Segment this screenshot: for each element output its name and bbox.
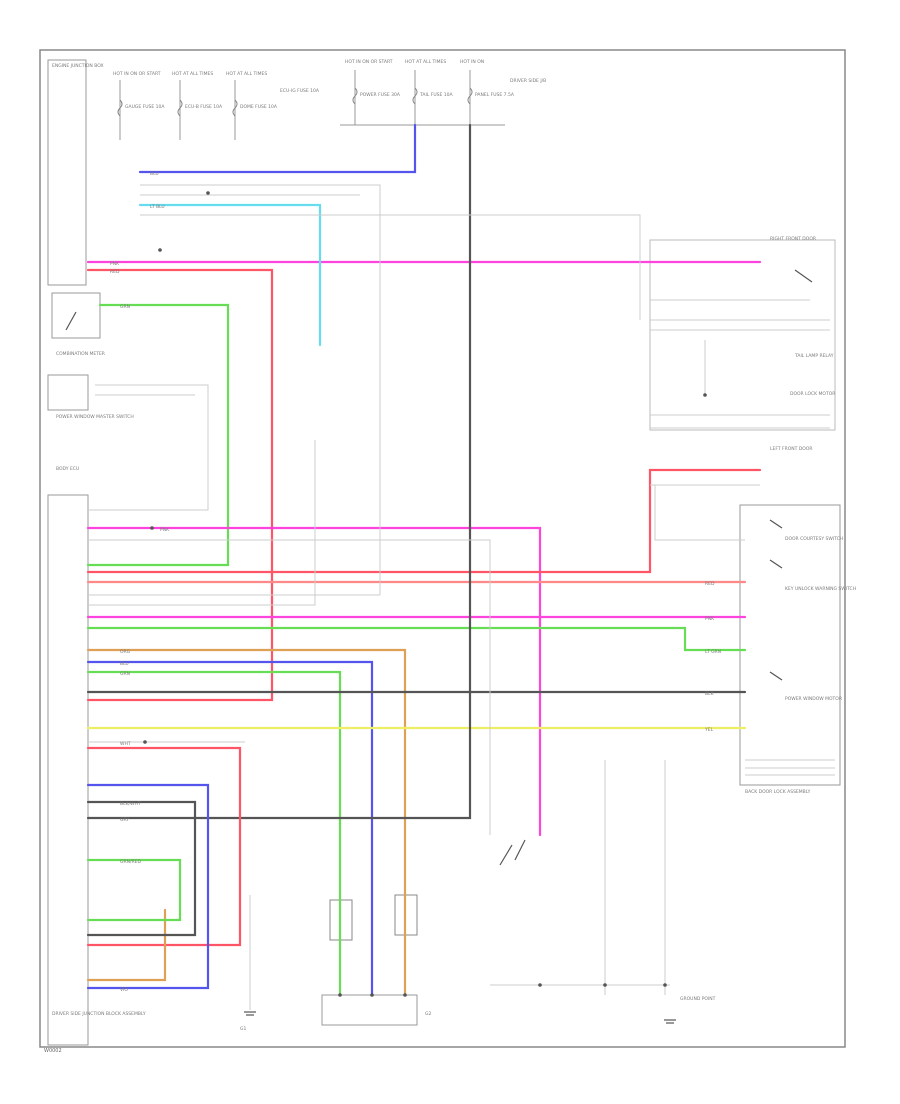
label-footer-module: DRIVER SIDE JUNCTION BLOCK ASSEMBLY	[52, 1011, 146, 1017]
wire-code-labels: GRN PNK RED BLU LT BLU PNK RED PNK LT GR…	[110, 171, 721, 993]
label-door-lock-motor: DOOR LOCK MOTOR	[790, 391, 835, 397]
wire-label: LT BLU	[150, 204, 165, 210]
wire-blue-2	[86, 660, 374, 997]
label-fuse-7: PANEL FUSE 7.5A	[475, 92, 515, 98]
label-left-front-door: LEFT FRONT DOOR	[770, 446, 813, 452]
wire-label: BLU	[120, 661, 129, 667]
wire-label: BLU	[150, 171, 159, 177]
module-outline-right-top	[649, 239, 836, 431]
wire-label: VIO	[120, 987, 128, 993]
label-ground-1: G1	[240, 1026, 246, 1032]
label-combination-meter: COMBINATION METER	[56, 351, 105, 357]
label-fuse-6: TAIL FUSE 10A	[419, 92, 453, 98]
label-key-unlock-sw: KEY UNLOCK WARNING SWITCH	[785, 586, 856, 592]
wire-label: PNK	[705, 616, 715, 622]
wire-label: RED	[110, 269, 120, 275]
wire-label: YEL	[704, 727, 714, 733]
wire-label: GRN	[120, 304, 130, 310]
wire-label: LT GRN	[705, 649, 721, 655]
wire-blue-top	[138, 123, 417, 174]
module-outline-main	[47, 494, 89, 1046]
module-outline-bottom-mid	[321, 994, 418, 1026]
label-fuse-4: ECU-IG FUSE 10A	[280, 88, 320, 94]
wire-label: ORG	[120, 649, 131, 655]
wire-label: GRY	[120, 817, 129, 823]
wire-orange-bottom	[86, 908, 167, 982]
wire-label: PNK	[110, 261, 120, 267]
wire-gray-2	[86, 123, 472, 820]
wire-label: PNK	[160, 527, 170, 533]
label-ground-3: GROUND POINT	[680, 996, 716, 1002]
wire-label: RED	[705, 581, 715, 587]
wire-gray-bottom	[86, 800, 197, 937]
label-hot-run-3: HOT AT ALL TIMES	[226, 71, 267, 77]
label-hot-top-1: HOT IN ON OR START	[345, 59, 393, 65]
label-tail-lamp-relay: TAIL LAMP RELAY	[794, 353, 834, 359]
ground-symbols	[244, 1011, 676, 1024]
wire-green-2	[86, 626, 747, 652]
top-fuse-wires	[119, 70, 505, 140]
wire-label: GRN/RED	[120, 859, 141, 865]
wire-label: GRN	[120, 671, 130, 677]
wire-green-switch	[86, 303, 230, 567]
wire-orange	[86, 648, 407, 997]
label-hot-run-1: HOT IN ON OR START	[113, 71, 161, 77]
switch-symbols	[65, 269, 813, 866]
wire-label: BLK/WHT	[120, 801, 141, 807]
label-fuse-1: GAUGE FUSE 10A	[125, 104, 165, 110]
label-footer-note: BACK DOOR LOCK ASSEMBLY	[745, 789, 811, 795]
wire-cyan	[138, 203, 322, 347]
label-right-front-door: RIGHT FRONT DOOR	[770, 236, 816, 242]
label-page-ref: W0002	[44, 1048, 62, 1054]
module-outline-right-door	[739, 504, 841, 786]
wire-blue-bottom	[86, 783, 210, 990]
wire-green-3	[86, 670, 342, 997]
label-door-courtesy-sw: DOOR COURTESY SWITCH	[785, 536, 843, 542]
label-body-ecu: BODY ECU	[56, 466, 79, 472]
module-outline-meter	[47, 374, 89, 411]
fuse-symbols	[117, 87, 473, 117]
wire-red-main	[86, 268, 274, 702]
label-ground-2: G2	[425, 1011, 431, 1017]
label-power-window-motor: POWER WINDOW MOTOR	[785, 696, 842, 702]
diagram-frame	[39, 49, 846, 1048]
module-outline-switch	[51, 292, 101, 339]
label-hot-top-3: HOT IN ON	[460, 59, 484, 65]
gray-guide-wires	[88, 184, 835, 1010]
module-outline-top	[47, 59, 87, 286]
label-fuse-2: ECU-B FUSE 10A	[185, 104, 223, 110]
wire-red-2	[86, 468, 762, 574]
wire-label: WHT	[120, 741, 131, 747]
connector-dots	[143, 191, 707, 997]
label-junction-note: DRIVER SIDE J/B	[510, 78, 546, 84]
label-hot-top-2: HOT AT ALL TIMES	[405, 59, 446, 65]
wire-green-bottom	[86, 858, 182, 922]
label-fuse-3: DOME FUSE 10A	[240, 104, 278, 110]
label-fuse-5: POWER FUSE 30A	[360, 92, 401, 98]
wire-pink-2	[86, 526, 542, 837]
label-module-top: ENGINE JUNCTION BOX	[52, 63, 104, 69]
label-power-window-sw: POWER WINDOW MASTER SWITCH	[56, 414, 134, 420]
wire-label: BLK	[705, 691, 715, 697]
label-hot-run-2: HOT AT ALL TIMES	[172, 71, 213, 77]
